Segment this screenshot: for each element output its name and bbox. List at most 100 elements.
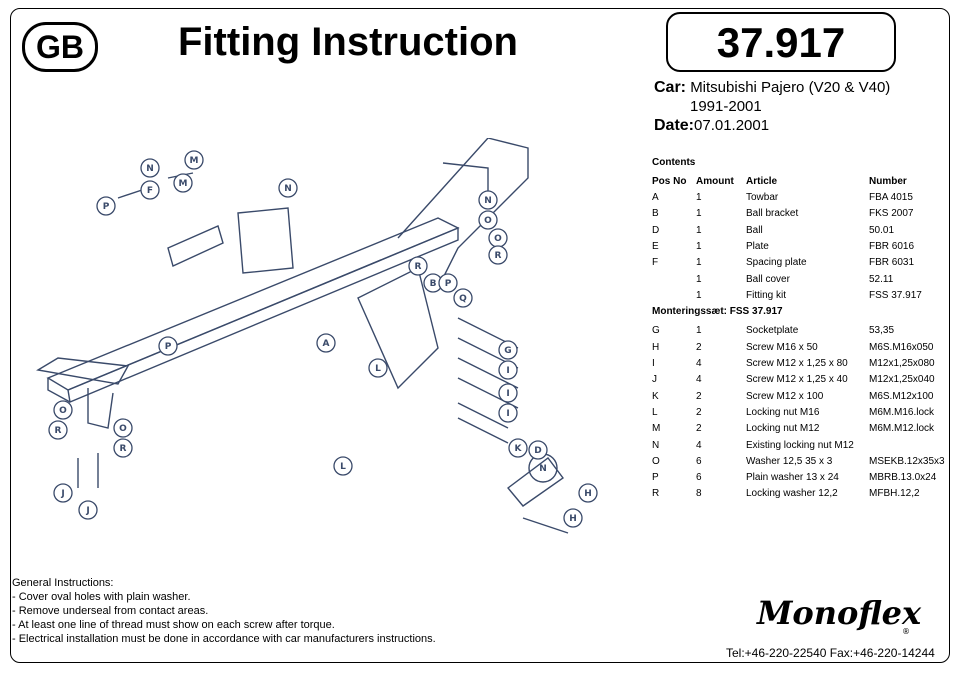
table-cell: FBR 6016 [869,240,915,252]
table-cell: Ball [746,224,763,236]
instruction-number: 37.917 [666,12,896,72]
monoflex-logo: Monoflex ® [756,594,922,636]
part-label: I [506,366,509,376]
table-cell: Towbar [746,192,779,203]
part-label: I [506,389,509,399]
part-label: N [284,184,292,194]
part-label: B [430,279,437,289]
table-cell: Screw M12 x 1,25 x 80 [746,358,848,369]
general-item: - At least one line of thread must show … [12,619,335,631]
kit-heading: Monteringssæt: FSS 37.917 [652,306,783,318]
table-cell: Spacing plate [746,257,807,269]
part-label: G [504,346,511,356]
table-cell: 1 [696,208,702,220]
table-cell: Ball bracket [746,208,799,220]
table-cell: MSEKB.12x35x3 [869,455,945,467]
table-cell: 4 [696,374,702,386]
table-cell: 1 [696,325,702,337]
table-cell: E [652,240,659,252]
table-cell: B [652,208,659,220]
part-label: L [340,462,346,472]
svg-text:Monoflex: Monoflex [756,594,922,632]
table-cell: 1 [696,257,702,269]
car-line: Car: Mitsubishi Pajero (V20 & V40) [654,79,890,97]
date-value: 07.01.2001 [694,117,770,134]
general-item: - Remove underseal from contact areas. [12,605,209,617]
table-cell: J [652,374,657,386]
table-cell: N [652,439,660,451]
date-label: Date: [654,117,695,134]
part-label: O [484,216,492,226]
table-cell: 50.01 [869,224,895,236]
country-badge: GB [22,22,98,72]
table-cell: M6S.M16x050 [869,341,934,353]
table-cell: M6S.M12x100 [869,390,934,402]
part-label: L [375,364,381,374]
table-cell: 6 [696,472,702,484]
table-cell: MFBH.12,2 [869,488,920,500]
part-label: N [146,164,154,174]
table-cell: F [652,257,659,269]
part-label: Q [459,294,467,304]
general-item: - Electrical installation must be done i… [12,633,436,645]
part-label: N [539,464,547,474]
part-label: M [190,156,199,166]
table-cell: Fitting kit [746,289,787,301]
part-label: R [415,262,422,272]
table-cell: 1 [696,289,702,301]
table-cell: Locking washer 12,2 [746,488,838,500]
table-cell: 1 [696,224,702,236]
table-cell: M12x1,25x080 [869,358,935,369]
table-cell: M12x1,25x040 [869,374,935,386]
table-cell: 2 [696,423,702,435]
general-instructions: General Instructions: - Cover oval holes… [12,576,436,646]
table-cell: Washer 12,5 35 x 3 [746,455,833,467]
table-cell: 8 [696,488,702,500]
part-label: P [103,202,110,212]
table-cell: Screw M16 x 50 [746,341,818,353]
table-cell: Locking nut M16 [746,406,820,418]
part-label: I [506,409,509,419]
table-cell: Locking nut M12 [746,423,820,435]
table-cell: 4 [696,358,702,369]
part-label: O [494,234,502,244]
part-label: P [165,342,172,352]
svg-text:®: ® [902,627,910,636]
table-cell: FSS 37.917 [869,289,922,301]
table-cell: 1 [696,240,702,252]
page-frame [10,8,950,663]
table-cell: Socketplate [746,325,799,337]
table-cell: L [652,406,658,418]
table-cell: MBRB.13.0x24 [869,472,937,484]
table-cell: M6M.M16.lock [869,406,935,418]
table-cell: Existing locking nut M12 [746,439,854,451]
part-label: H [584,489,592,499]
car-years: 1991-2001 [690,98,762,115]
table-cell: P [652,472,659,484]
table-cell: Ball cover [746,273,790,285]
part-label: F [147,186,153,196]
table-cell: 1 [696,273,702,285]
general-heading: General Instructions: [12,577,114,589]
car-value: Mitsubishi Pajero (V20 & V40) [690,79,891,96]
part-label: D [534,446,541,456]
table-cell: I [652,358,655,369]
table-cell: 52.11 [869,273,894,285]
table-cell: 53,35 [869,325,895,337]
part-label: N [484,196,492,206]
table-cell: 2 [696,390,702,402]
part-label: A [323,339,330,349]
table-cell: 2 [696,341,702,353]
table-cell: 2 [696,406,702,418]
table-cell: Plain washer 13 x 24 [746,472,839,484]
table-cell: 4 [696,439,702,451]
table-cell: G [652,325,660,337]
part-label: O [119,424,127,434]
general-item: - Cover oval holes with plain washer. [12,591,191,603]
table-cell: FBA 4015 [869,192,913,203]
table-cell: Screw M12 x 1,25 x 40 [746,374,848,386]
table-cell: Screw M12 x 100 [746,390,824,402]
table-cell: 6 [696,455,702,467]
table-cell: M6M.M12.lock [869,423,935,435]
date-line: Date:07.01.2001 [654,117,769,135]
